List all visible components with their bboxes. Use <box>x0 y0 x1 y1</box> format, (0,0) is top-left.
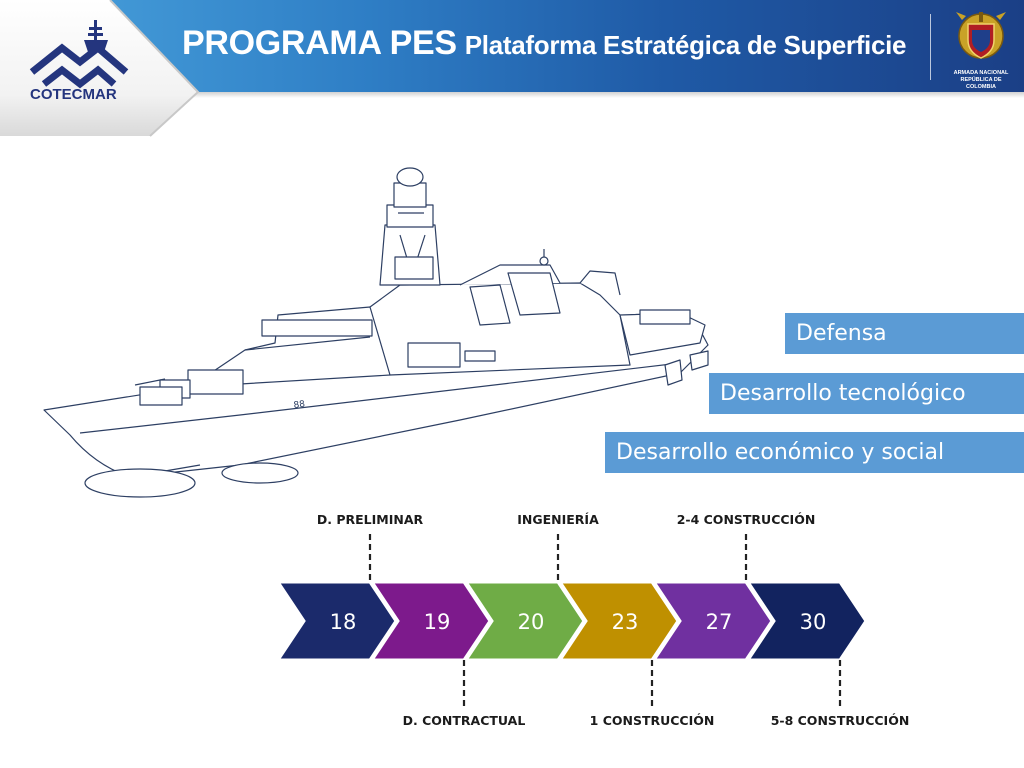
top-milestone-label-1: D. PRELIMINAR <box>317 512 424 527</box>
armada-crest-icon <box>956 12 1006 59</box>
title-subtitle: Plataforma Estratégica de Superficie <box>464 30 907 60</box>
crest-line-1: ARMADA NACIONAL <box>953 70 1009 76</box>
top-milestone-label-2: INGENIERÍA <box>517 512 599 527</box>
tag-defensa: Defensa <box>785 313 1024 354</box>
timeline-year-3: 20 <box>518 610 545 634</box>
tag-desarrollo-economico-social: Desarrollo económico y social <box>605 432 1024 473</box>
bottom-milestone-label-2: 1 CONSTRUCCIÓN <box>590 713 715 728</box>
hull-number: 88 <box>293 399 306 411</box>
timeline-chevron-3 <box>463 580 586 662</box>
ship-bulb <box>84 468 196 498</box>
logo-panel <box>0 0 200 137</box>
crest-caption: ARMADA NACIONAL REPÚBLICA DE COLOMBIA <box>948 70 1014 91</box>
crest-line-2: REPÚBLICA DE COLOMBIA <box>960 77 1002 90</box>
cotecmar-logo-icon <box>29 43 129 89</box>
timeline: 18 19 20 23 27 30 D. PRELIMINAR INGENIERÍA 2-4 C… <box>275 512 909 728</box>
ship-mast-icon <box>84 20 108 52</box>
timeline-year-5: 27 <box>706 610 733 634</box>
bottom-milestone-label-1: D. CONTRACTUAL <box>403 713 526 728</box>
tag-desarrollo-tecnologico: Desarrollo tecnológico <box>709 373 1024 414</box>
bottom-milestone-label-3: 5-8 CONSTRUCCIÓN <box>771 713 910 728</box>
header-shadow <box>0 92 1024 98</box>
title-main: PROGRAMA PES <box>182 24 457 62</box>
timeline-year-4: 23 <box>612 610 639 634</box>
cotecmar-logo-text: COTECMAR <box>30 86 117 103</box>
top-milestone-label-3: 2-4 CONSTRUCCIÓN <box>677 512 816 527</box>
header-divider <box>930 14 931 80</box>
timeline-year-1: 18 <box>330 610 357 634</box>
timeline-chevron-5 <box>651 580 774 662</box>
frigate-illustration: 88 <box>43 167 709 498</box>
timeline-year-6: 30 <box>800 610 827 634</box>
timeline-chevron-1 <box>275 580 398 662</box>
timeline-year-2: 19 <box>424 610 451 634</box>
